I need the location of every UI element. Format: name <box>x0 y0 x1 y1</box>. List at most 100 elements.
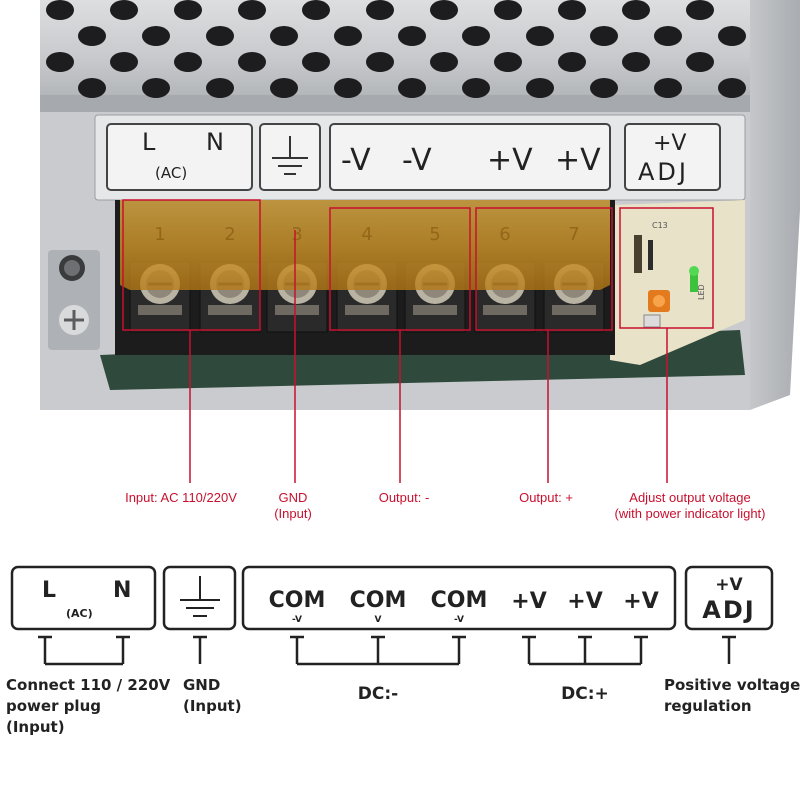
schem-com-label: COM <box>431 588 488 613</box>
schem-ac-box <box>10 565 157 631</box>
strip-minus-v-1: -V <box>341 143 371 178</box>
vent-hole <box>142 78 170 98</box>
vent-hole <box>718 78 746 98</box>
schem-ac: (AC) <box>66 607 93 620</box>
schem-gnd-line2: (Input) <box>183 697 242 715</box>
callout-output-plus: Output: + <box>519 490 573 505</box>
terminal-number: 5 <box>429 224 440 245</box>
callout-adjust-line2: (with power indicator light) <box>614 506 765 521</box>
vent-hole <box>302 0 330 20</box>
pcb-ref: C13 <box>652 221 668 230</box>
vent-hole <box>78 26 106 46</box>
ventilation-holes <box>46 0 746 98</box>
pcb-led-mark: LED <box>697 284 706 300</box>
terminal-clamp <box>552 305 596 315</box>
vent-hole <box>238 52 266 72</box>
schem-connect-line3: (Input) <box>6 718 65 736</box>
vent-hole <box>590 78 618 98</box>
vent-hole <box>526 78 554 98</box>
schem-plus-terminals: +V +V +V <box>511 589 658 614</box>
schem-wires <box>38 635 736 666</box>
vent-hole <box>334 78 362 98</box>
vent-hole <box>206 26 234 46</box>
callout-gnd-line2: (Input) <box>274 506 312 521</box>
vent-hole <box>430 0 458 20</box>
vent-hole <box>270 78 298 98</box>
schem-dc-minus: DC:- <box>358 684 398 704</box>
vent-hole <box>494 52 522 72</box>
schem-adj-box <box>684 565 774 631</box>
schem-plus-v-label: +V <box>623 589 658 614</box>
callout-input-ac: Input: AC 110/220V <box>125 490 237 505</box>
callout-adjust-line1: Adjust output voltage <box>629 490 750 505</box>
power-led-icon <box>690 272 698 292</box>
terminal-number: 6 <box>499 224 510 245</box>
vent-hole <box>558 0 586 20</box>
vent-hole <box>110 0 138 20</box>
terminal-clamp <box>138 305 182 315</box>
vent-hole <box>366 52 394 72</box>
schem-plus-v-label: +V <box>511 589 546 614</box>
strip-adj-top: +V <box>653 131 686 156</box>
vent-hole <box>206 78 234 98</box>
vent-hole <box>110 52 138 72</box>
schem-com-label: COM <box>350 588 407 613</box>
vent-hole <box>430 52 458 72</box>
schem-adj-bottom: ADJ <box>702 596 755 624</box>
vent-hole <box>142 26 170 46</box>
vent-hole <box>590 26 618 46</box>
schem-com-label: COM <box>269 588 326 613</box>
vent-hole <box>654 78 682 98</box>
terminal-clamp <box>413 305 457 315</box>
vent-hole <box>622 0 650 20</box>
schem-output-box <box>241 565 677 631</box>
strip-adj-bottom: ADJ <box>638 158 689 186</box>
vent-hole <box>526 26 554 46</box>
vent-hole <box>398 78 426 98</box>
strip-l: L <box>142 128 156 156</box>
terminal-number: 2 <box>224 224 235 245</box>
vent-hole <box>174 0 202 20</box>
vent-hole <box>366 0 394 20</box>
schem-ground-icon <box>180 576 220 617</box>
vent-hole <box>46 52 74 72</box>
vent-hole <box>462 78 490 98</box>
vent-hole <box>686 52 714 72</box>
schem-n: N <box>113 578 131 603</box>
strip-plus-v-1: +V <box>487 143 533 178</box>
vent-hole <box>398 26 426 46</box>
ground-icon <box>272 136 308 175</box>
vent-hole <box>622 52 650 72</box>
terminal-number: 3 <box>291 224 302 245</box>
strip-adj-box <box>624 123 721 191</box>
strip-minus-v-2: -V <box>402 143 432 178</box>
schem-com-sub: -V <box>454 615 464 625</box>
vent-hole <box>302 52 330 72</box>
amber-cover <box>120 200 610 290</box>
strip-output-box <box>329 123 611 191</box>
terminal-clamp <box>208 305 252 315</box>
vent-hole <box>494 0 522 20</box>
schem-pos-line2: regulation <box>664 697 752 715</box>
strip-n: N <box>206 128 224 156</box>
strip-ac: (AC) <box>155 164 187 182</box>
vent-hole <box>558 52 586 72</box>
schem-com-sub: V <box>375 615 382 625</box>
schem-l: L <box>42 578 56 603</box>
schem-plus-v-label: +V <box>567 589 602 614</box>
terminal-number: 4 <box>361 224 372 245</box>
vent-hole <box>174 52 202 72</box>
schem-connect-line1: Connect 110 / 220V <box>6 676 171 694</box>
callout-gnd-line1: GND <box>279 490 308 505</box>
terminal-number: 7 <box>568 224 579 245</box>
vent-hole <box>46 0 74 20</box>
callout-output-minus: Output: - <box>379 490 430 505</box>
vent-hole <box>334 26 362 46</box>
schem-dc-plus: DC:+ <box>561 684 609 704</box>
vent-hole <box>78 78 106 98</box>
terminal-clamp <box>483 305 527 315</box>
